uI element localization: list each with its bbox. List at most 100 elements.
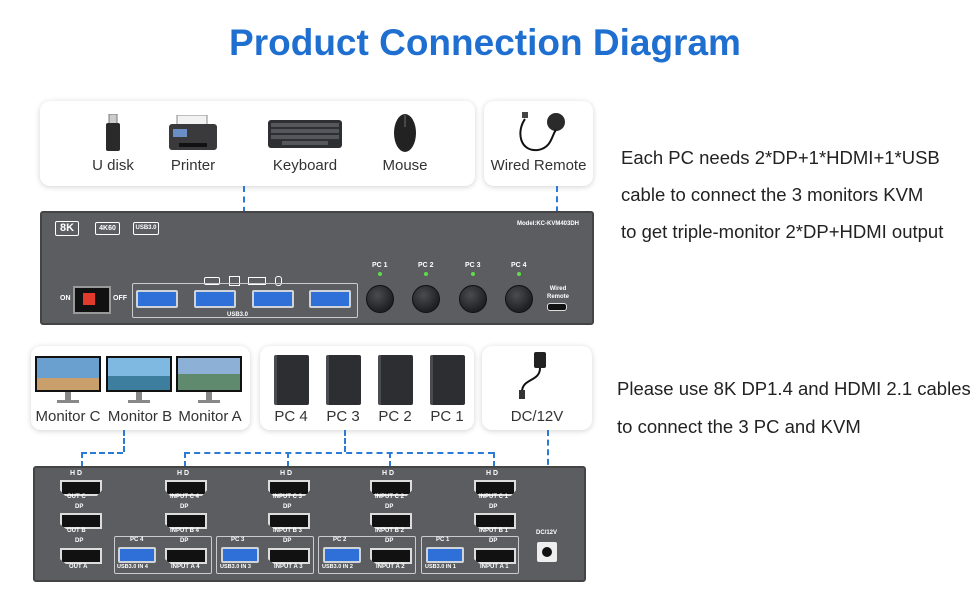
- connector-pc3-v: [287, 452, 289, 476]
- input-group-pc4: [114, 536, 212, 574]
- in-a3-dp-port[interactable]: [268, 548, 310, 564]
- pc3-tower-icon: [326, 355, 361, 405]
- front-usb-port-2[interactable]: [194, 290, 236, 308]
- in-b2-dp-tag: DP: [385, 504, 394, 510]
- in-c2-hdmi-tag: H D: [382, 470, 395, 477]
- pc-label-3: PC 3: [326, 408, 360, 425]
- in-b3-dp-tag: DP: [283, 504, 292, 510]
- in-b2-dp-port[interactable]: [370, 513, 412, 529]
- pc-label-4: PC 4: [274, 408, 308, 425]
- monitor-label-c: Monitor C: [35, 408, 101, 425]
- power-switch[interactable]: [73, 286, 111, 314]
- in-b1-label: INPUT B 1: [479, 528, 509, 534]
- description-bottom-line-1: Please use 8K DP1.4 and HDMI 2.1 cables: [617, 378, 970, 399]
- connector-pcs: [344, 430, 346, 452]
- in-a3-dp-tag: DP: [283, 538, 292, 544]
- in-b2-label: INPUT B 2: [375, 528, 405, 534]
- in-b4-label: INPUT B 4: [170, 528, 200, 534]
- pc1-tower-icon: [430, 355, 465, 405]
- usb-in-1-port[interactable]: [426, 547, 464, 563]
- out-c-label: OUT C: [67, 494, 86, 500]
- pc2-button-label: PC 2: [418, 262, 434, 269]
- out-a-dp-port[interactable]: [60, 548, 102, 564]
- peripheral-label-keyboard: Keyboard: [272, 157, 338, 174]
- in-b1-dp-port[interactable]: [474, 513, 516, 529]
- pc2-led: [424, 272, 428, 276]
- monitor-label-b: Monitor B: [107, 408, 173, 425]
- pc3-button[interactable]: [459, 285, 487, 313]
- connector-monitors-h: [81, 452, 123, 454]
- front-usb-group: [132, 283, 358, 318]
- input-group-pc3: [216, 536, 314, 574]
- in-c1-label: INPUT C 1: [479, 494, 509, 500]
- in-a2-label: INPUT A 2: [376, 564, 405, 570]
- badge-usb: USB3.0: [133, 222, 159, 235]
- in-b3-dp-port[interactable]: [268, 513, 310, 529]
- out-a-dp-tag: DP: [75, 538, 84, 544]
- monitor-a-icon: [176, 356, 242, 403]
- in-c4-label: INPUT C 4: [170, 494, 200, 500]
- in-a4-label: INPUT A 4: [171, 564, 200, 570]
- out-b-dp-port[interactable]: [60, 513, 102, 529]
- out-b-dp-tag: DP: [75, 504, 84, 510]
- pc3-button-label: PC 3: [465, 262, 481, 269]
- connector-monitors: [123, 430, 125, 452]
- page-title: Product Connection Diagram: [229, 22, 741, 63]
- pc1-button-label: PC 1: [372, 262, 388, 269]
- usb-stick-icon: [106, 114, 120, 151]
- pc-label-1: PC 1: [430, 408, 464, 425]
- in-c2-hdmi-port[interactable]: [370, 480, 412, 496]
- remote-port[interactable]: [547, 303, 567, 311]
- power-adapter-icon: [519, 352, 546, 399]
- in-b4-dp-port[interactable]: [165, 513, 207, 529]
- in-c3-hdmi-tag: H D: [280, 470, 293, 477]
- usb-in-4-port[interactable]: [118, 547, 156, 563]
- usb-in-3-port[interactable]: [221, 547, 259, 563]
- front-usb-port-1[interactable]: [136, 290, 178, 308]
- connector-monitors-v: [81, 452, 83, 476]
- in-c3-label: INPUT C 3: [273, 494, 303, 500]
- peripheral-label-printer: Printer: [170, 157, 216, 174]
- connector-pcs-h: [184, 452, 494, 454]
- description-line-3: to get triple-monitor 2*DP+HDMI output: [621, 221, 944, 242]
- in-a2-dp-port[interactable]: [370, 548, 412, 564]
- out-a-label: OUT A: [69, 564, 88, 570]
- in-c4-hdmi-tag: H D: [177, 470, 190, 477]
- out-c-hdmi-port[interactable]: [60, 480, 102, 496]
- pc1-led: [378, 272, 382, 276]
- in-c4-hdmi-port[interactable]: [165, 480, 207, 496]
- in-a1-dp-port[interactable]: [474, 548, 516, 564]
- input-group-pc1: [421, 536, 519, 574]
- out-c-hdmi-tag: H D: [70, 470, 83, 477]
- pc1-button[interactable]: [366, 285, 394, 313]
- usb-disk-glyph-icon: [204, 277, 220, 285]
- in-c1-hdmi-port[interactable]: [474, 480, 516, 496]
- in-a4-dp-port[interactable]: [165, 548, 207, 564]
- usb-in-2-label: USB3.0 IN 2: [322, 564, 353, 570]
- power-off-label: OFF: [113, 295, 127, 302]
- model-label: Model:KC-KVM403DH: [517, 221, 580, 227]
- in-a2-dp-tag: DP: [385, 538, 394, 544]
- pc4-button[interactable]: [505, 285, 533, 313]
- in-b4-dp-tag: DP: [180, 504, 189, 510]
- front-usb-label: USB3.0: [227, 312, 249, 318]
- group-pc1-label: PC 1: [436, 537, 450, 543]
- description-line-2: cable to connect the 3 monitors KVM: [621, 184, 924, 205]
- mouse-icon: [394, 114, 416, 152]
- monitor-b-icon: [106, 356, 172, 403]
- wired-remote-icon: [519, 112, 565, 152]
- printer-icon: [169, 115, 217, 150]
- front-usb-port-4[interactable]: [309, 290, 351, 308]
- in-b1-dp-tag: DP: [489, 504, 498, 510]
- keyboard-glyph-icon: [248, 277, 266, 285]
- pc-label-2: PC 2: [378, 408, 412, 425]
- power-on-label: ON: [60, 295, 71, 302]
- dc-jack-port[interactable]: [537, 542, 557, 562]
- pc2-button[interactable]: [412, 285, 440, 313]
- in-c3-hdmi-port[interactable]: [268, 480, 310, 496]
- in-c1-hdmi-tag: H D: [486, 470, 499, 477]
- usb-in-2-port[interactable]: [323, 547, 361, 563]
- front-usb-port-3[interactable]: [252, 290, 294, 308]
- in-b3-label: INPUT B 3: [273, 528, 303, 534]
- usb-in-1-label: USB3.0 IN 1: [425, 564, 456, 570]
